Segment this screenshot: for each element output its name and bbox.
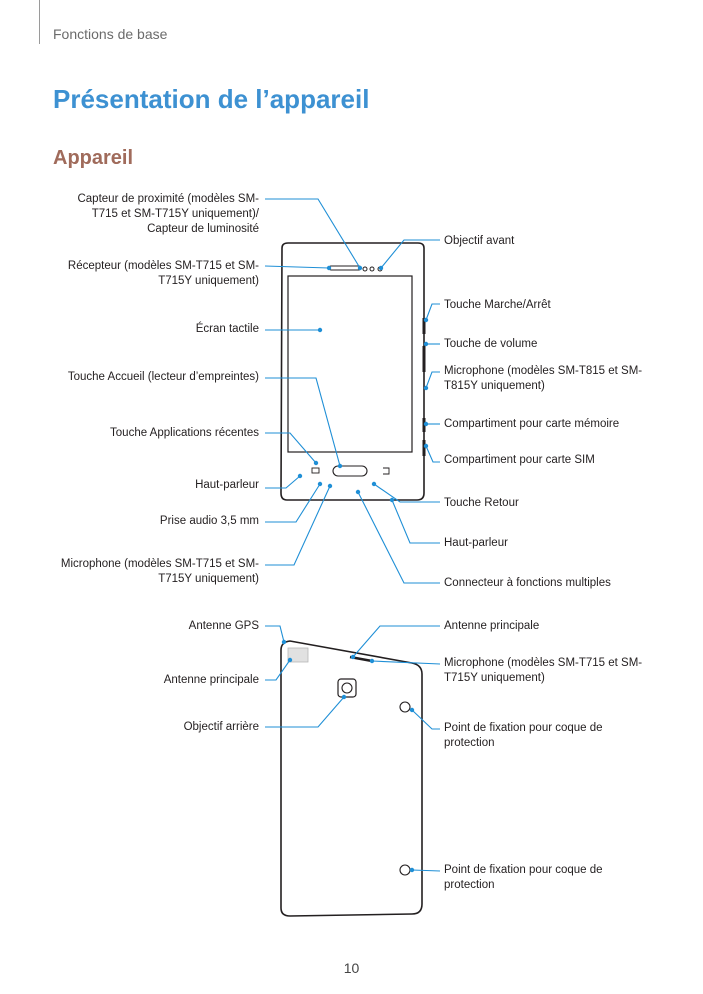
label-home-key: Touche Accueil (lecteur d’empreintes) xyxy=(67,371,259,383)
label-rear-camera: Objectif arrière xyxy=(183,721,259,733)
label-memory-card-tray: Compartiment pour carte mémoire xyxy=(444,418,620,430)
front-device xyxy=(280,242,426,501)
page-number: 10 xyxy=(343,960,360,976)
label-power-key: Touche Marche/Arrêt xyxy=(444,299,551,311)
label-back-key: Touche Retour xyxy=(444,497,519,509)
label-main-antenna-left: Antenne principale xyxy=(163,674,259,686)
label-volume-key: Touche de volume xyxy=(444,338,538,350)
label-front-camera: Objectif avant xyxy=(444,235,515,247)
label-audio-jack: Prise audio 3,5 mm xyxy=(159,515,259,527)
label-microphone-back: Microphone (modèles SM-T715 et SM-T715Y … xyxy=(444,657,643,684)
callout-dots xyxy=(281,265,429,873)
label-microphone-front: Microphone (modèles SM-T715 et SM-T715Y … xyxy=(60,558,259,585)
label-receiver: Récepteur (modèles SM-T715 et SM-T715Y u… xyxy=(67,260,259,287)
label-speaker-left: Haut-parleur xyxy=(195,479,259,491)
section-header: Fonctions de base xyxy=(53,26,168,42)
callout-lines xyxy=(264,198,441,872)
page-title: Présentation de l’appareil xyxy=(53,84,370,114)
label-gps-antenna: Antenne GPS xyxy=(188,620,259,632)
label-cover-attachment-bottom: Point de fixation pour coque de protecti… xyxy=(444,864,603,891)
label-multipurpose-jack: Connecteur à fonctions multiples xyxy=(444,577,611,589)
label-sim-card-tray: Compartiment pour carte SIM xyxy=(444,454,595,466)
label-microphone-side: Microphone (modèles SM-T815 et SM-T815Y … xyxy=(444,365,643,392)
label-recent-apps-key: Touche Applications récentes xyxy=(110,427,259,439)
label-cover-attachment-top: Point de fixation pour coque de protecti… xyxy=(444,722,603,749)
back-device xyxy=(280,640,423,917)
header-rule xyxy=(39,0,40,44)
label-main-antenna-right: Antenne principale xyxy=(444,620,540,632)
label-proximity-sensor: Capteur de proximité (modèles SM-T715 et… xyxy=(77,193,259,235)
label-speaker-right: Haut-parleur xyxy=(444,537,508,549)
label-touch-screen: Écran tactile xyxy=(195,323,259,335)
page-subtitle: Appareil xyxy=(53,147,134,169)
